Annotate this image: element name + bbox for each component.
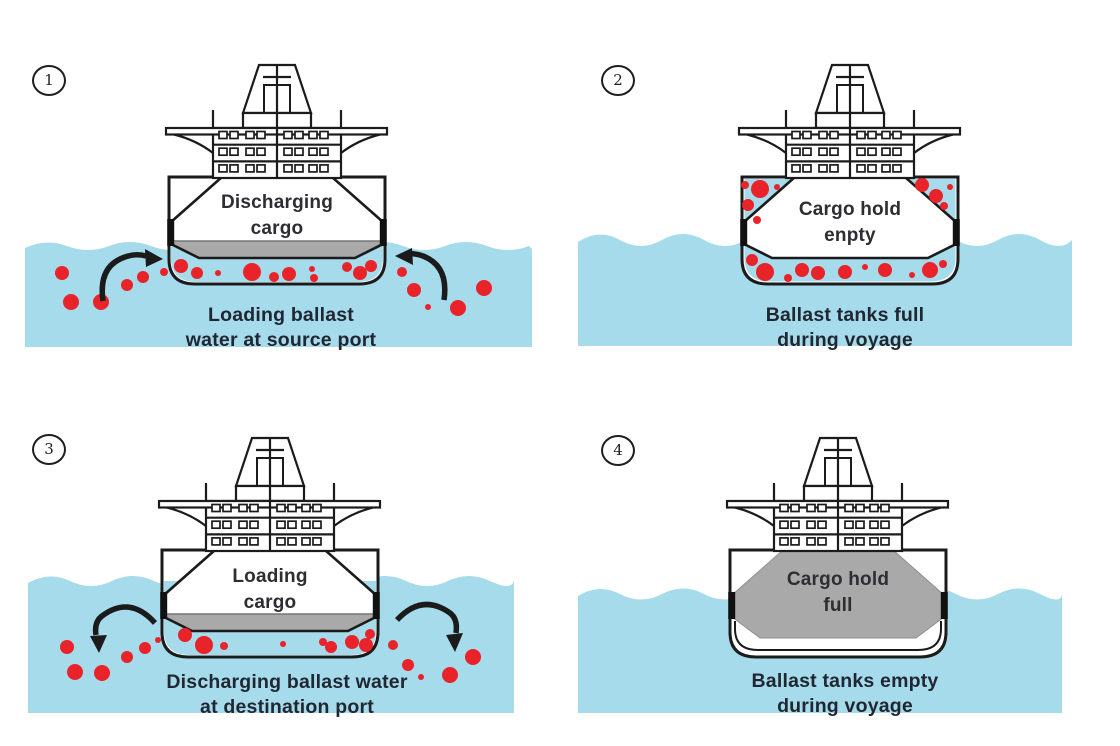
panel-number: 1	[44, 71, 54, 89]
empty-ballast-tank-line	[734, 621, 942, 651]
superstructure	[739, 65, 960, 178]
ballast-discharge-arrow-left	[90, 604, 158, 653]
panel-number: 3	[44, 440, 54, 458]
side-tank-water-right	[358, 581, 376, 597]
ballast-discharge-arrow-right	[394, 601, 463, 652]
organism-dots-ballast	[178, 628, 375, 654]
hold-label: Discharging cargo	[221, 192, 333, 239]
ship	[727, 438, 948, 659]
panel-number-badge: 2	[601, 65, 635, 96]
panel-3-graphic	[28, 373, 514, 713]
organism-dots-water	[60, 637, 481, 683]
side-tank-water-left	[164, 581, 182, 597]
organism-dots-water	[55, 266, 492, 316]
organism-dots-ballast	[741, 178, 953, 282]
hold-label: Cargo hold enpty	[798, 199, 902, 246]
hold-label: Cargo hold full	[786, 569, 890, 616]
panel-number: 2	[613, 71, 623, 89]
panel-number: 4	[613, 441, 623, 459]
panel-number-badge: 3	[32, 434, 66, 465]
panel-number-badge: 1	[32, 65, 66, 96]
caption: Ballast tanks empty during voyage	[751, 670, 939, 717]
cargo-remainder	[172, 240, 382, 259]
panel-4-ballast-empty: 4 Cargo hold full Ballast tanks empty du…	[560, 373, 1120, 746]
superstructure	[166, 65, 387, 178]
panel-1-loading-ballast: 1 Discharging cargo Loading ballast wate…	[0, 0, 560, 373]
ballast-intake-arrow-left	[99, 249, 163, 302]
caption: Discharging ballast water at destination…	[166, 671, 408, 718]
ship	[166, 65, 387, 286]
superstructure	[727, 438, 948, 551]
cargo-loaded	[165, 613, 375, 632]
panel-3-discharging-ballast: 3 Loading cargo Discharging ballast wate…	[0, 373, 560, 746]
caption: Loading ballast water at source port	[185, 304, 377, 351]
panel-2-ballast-full: 2 Cargo hold enpty Ballast tanks full du…	[560, 0, 1120, 373]
ship	[739, 65, 960, 286]
caption: Ballast tanks full during voyage	[765, 304, 925, 351]
superstructure	[159, 438, 380, 551]
ship	[159, 438, 380, 659]
organism-dots-ballast	[174, 259, 377, 282]
panel-1-graphic	[25, 0, 532, 347]
hold-label: Loading cargo	[232, 566, 308, 613]
ballast-intake-arrow-right	[395, 248, 448, 301]
panel-4-graphic	[578, 373, 1062, 713]
panel-2-graphic	[578, 0, 1072, 346]
panel-number-badge: 4	[601, 435, 635, 466]
